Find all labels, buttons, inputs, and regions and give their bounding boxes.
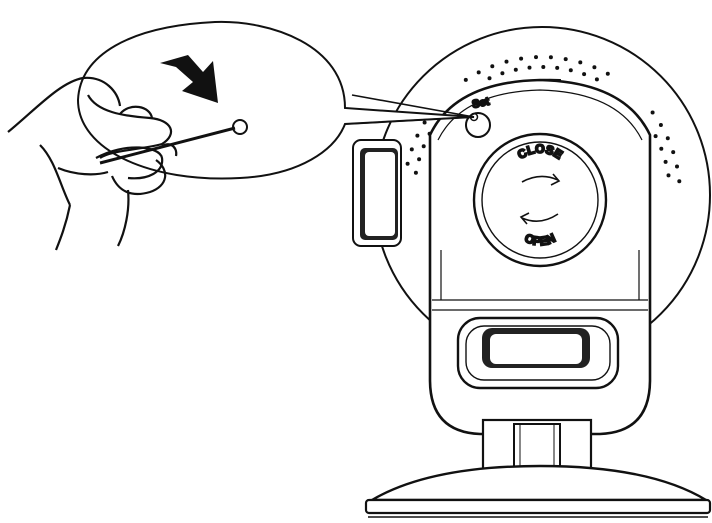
speaker-hole [500, 71, 505, 76]
set-label: Set [471, 96, 491, 111]
speaker-hole [666, 173, 671, 178]
speaker-hole [663, 159, 668, 164]
speaker-grille [405, 55, 682, 184]
speaker-hole [405, 161, 410, 166]
speaker-hole [519, 56, 524, 61]
pin [99, 126, 236, 165]
stand-base [364, 464, 712, 518]
hand-with-pin [7, 76, 236, 251]
speaker-hole [409, 147, 414, 152]
speaker-hole [504, 59, 509, 64]
camera: Set CLOSE OPEN [352, 26, 712, 518]
speaker-hole [675, 164, 679, 169]
speaker-hole [487, 76, 492, 81]
speaker-hole [463, 77, 468, 82]
callout-pinhole [232, 119, 248, 135]
speaker-hole [413, 170, 418, 175]
speaker-hole [578, 60, 583, 65]
speaker-hole [650, 110, 655, 115]
open-label: OPEN [522, 231, 557, 249]
lens-cap: CLOSE OPEN [472, 132, 608, 268]
speaker-hole [671, 150, 676, 155]
rotate-close-arrow [521, 175, 559, 183]
speaker-hole [417, 157, 422, 162]
speaker-hole [659, 146, 664, 151]
speaker-hole [527, 65, 532, 70]
rotate-open-arrow [521, 213, 559, 222]
speaker-hole [653, 134, 658, 139]
speaker-hole [422, 120, 427, 125]
speaker-hole [555, 65, 560, 70]
speaker-hole [665, 136, 670, 141]
speaker-hole [594, 77, 599, 82]
speaker-hole [605, 71, 610, 76]
speaker-hole [534, 55, 538, 60]
lower-grip [456, 316, 620, 390]
speaker-hole [476, 70, 481, 75]
side-knob [352, 139, 402, 247]
speaker-hole [421, 144, 426, 149]
speaker-hole [513, 67, 518, 72]
speaker-hole [592, 65, 597, 70]
speaker-hole [548, 55, 553, 60]
arrow-down-right-icon [160, 55, 218, 103]
speaker-hole [541, 65, 546, 69]
speaker-hole [677, 179, 682, 184]
speaker-hole [490, 64, 495, 69]
speaker-hole [582, 72, 587, 77]
close-label: CLOSE [515, 142, 565, 162]
speaker-hole [415, 133, 420, 138]
speaker-hole [568, 68, 573, 73]
speaker-hole [563, 57, 568, 62]
speaker-hole [658, 123, 663, 127]
zoom-callout [7, 20, 475, 251]
